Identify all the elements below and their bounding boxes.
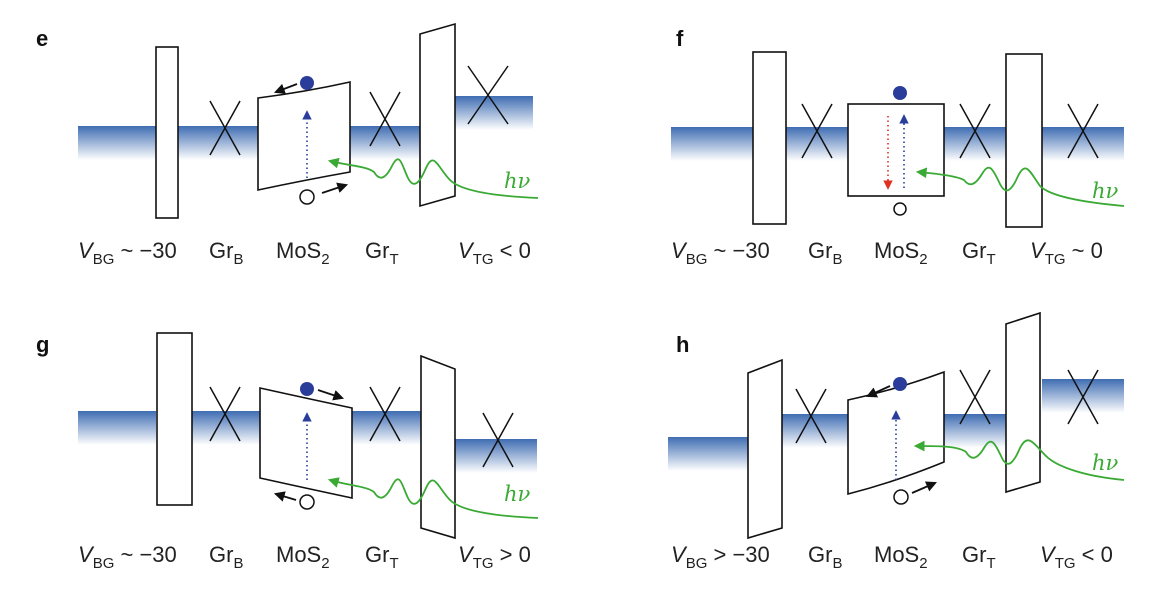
electron-icon xyxy=(893,86,907,100)
bottom-dielectric-barrier xyxy=(155,46,179,219)
dirac-cone-icon xyxy=(959,369,991,425)
top-graphene-band xyxy=(944,414,1006,448)
mos2-label: MoS2 xyxy=(874,542,928,572)
top-graphene-band xyxy=(944,127,1006,161)
vbg-label: VBG ~ −30 xyxy=(78,238,177,268)
electron-drift-arrow xyxy=(317,389,345,401)
top-graphene-band xyxy=(348,126,422,160)
dirac-cone-icon xyxy=(482,412,514,468)
electron-drift-arrow xyxy=(273,83,298,94)
vtg-label: VTG < 0 xyxy=(458,238,531,268)
panel-e: e hν VBG ~ −30 GrB MoS2 GrT VTG < 0 xyxy=(36,22,539,268)
vtg-label: VTG > 0 xyxy=(458,542,531,572)
vbg-label: VBG ~ −30 xyxy=(671,238,770,268)
mos2-label: MoS2 xyxy=(874,238,928,268)
bottom-dielectric-barrier xyxy=(156,332,193,506)
dirac-cone-icon xyxy=(1067,103,1099,159)
bottom-graphene-band xyxy=(782,414,848,448)
bottom-dielectric-barrier xyxy=(747,358,783,540)
vbg-label: VBG > −30 xyxy=(671,542,770,572)
hole-drift-arrow xyxy=(273,491,297,502)
hole-icon xyxy=(893,489,909,505)
top-gate-band xyxy=(455,96,533,130)
mos2-band xyxy=(847,103,945,197)
dirac-cone-icon xyxy=(369,91,401,147)
panel-f: f hν VBG ~ −30 GrB MoS2 GrT VTG ~ 0 xyxy=(671,26,1125,268)
electron-drift-arrow xyxy=(866,385,891,398)
photon-wave xyxy=(327,157,539,199)
panel-g: g hν VBG ~ −30 GrB MoS2 GrT VTG > 0 xyxy=(36,332,539,572)
electron-icon xyxy=(300,382,314,396)
photon-wave xyxy=(915,166,1125,207)
photon-label: hν xyxy=(504,482,531,506)
vtg-label: VTG ~ 0 xyxy=(1030,238,1103,268)
back-gate-band xyxy=(668,437,748,471)
grb-label: GrB xyxy=(808,238,842,268)
top-dielectric-barrier xyxy=(1005,53,1043,228)
panel-letter: f xyxy=(676,26,684,51)
grb-label: GrB xyxy=(808,542,842,572)
panel-letter: e xyxy=(36,26,48,51)
bottom-dielectric-barrier xyxy=(752,51,787,225)
hole-icon xyxy=(299,189,315,205)
hole-icon xyxy=(299,494,315,510)
photon-label: hν xyxy=(1092,179,1119,203)
mos2-label: MoS2 xyxy=(276,542,330,572)
vtg-label: VTG < 0 xyxy=(1040,542,1113,572)
panel-h: h hν VBG > −30 GrB MoS2 GrT VTG < 0 xyxy=(668,311,1125,572)
grt-label: GrT xyxy=(365,542,399,572)
panel-letter: h xyxy=(676,332,689,357)
panel-letter: g xyxy=(36,332,49,357)
photon-wave xyxy=(913,439,1125,481)
dirac-cone-icon xyxy=(209,386,241,442)
electron-icon xyxy=(300,76,314,90)
back-gate-band xyxy=(78,126,156,160)
top-dielectric-barrier xyxy=(419,22,456,208)
vbg-label: VBG ~ −30 xyxy=(78,542,177,572)
hole-drift-arrow xyxy=(321,182,349,194)
bottom-graphene-band xyxy=(786,127,848,161)
mos2-band xyxy=(259,387,353,499)
dirac-cone-icon xyxy=(467,65,509,125)
mos2-band xyxy=(847,370,945,496)
mos2-label: MoS2 xyxy=(276,238,330,268)
bottom-graphene-band xyxy=(178,126,260,160)
grt-label: GrT xyxy=(962,542,996,572)
grt-label: GrT xyxy=(962,238,996,268)
dirac-cone-icon xyxy=(369,386,401,442)
dirac-cone-icon xyxy=(959,103,991,159)
top-dielectric-barrier xyxy=(1005,311,1041,494)
top-dielectric-barrier xyxy=(420,354,456,540)
photon-label: hν xyxy=(1092,451,1119,475)
hole-icon xyxy=(893,202,907,216)
back-gate-band xyxy=(671,127,753,161)
mos2-band xyxy=(257,81,351,191)
grt-label: GrT xyxy=(365,238,399,268)
dirac-cone-icon xyxy=(1067,369,1099,425)
top-gate-band xyxy=(1042,127,1124,161)
back-gate-band xyxy=(78,411,156,445)
grb-label: GrB xyxy=(209,238,243,268)
photon-label: hν xyxy=(504,169,531,193)
photon-wave xyxy=(327,477,539,519)
dirac-cone-icon xyxy=(801,103,833,159)
hole-drift-arrow xyxy=(911,481,937,494)
dirac-cone-icon xyxy=(209,100,241,156)
electron-icon xyxy=(893,377,907,391)
grb-label: GrB xyxy=(209,542,243,572)
dirac-cone-icon xyxy=(795,388,827,444)
